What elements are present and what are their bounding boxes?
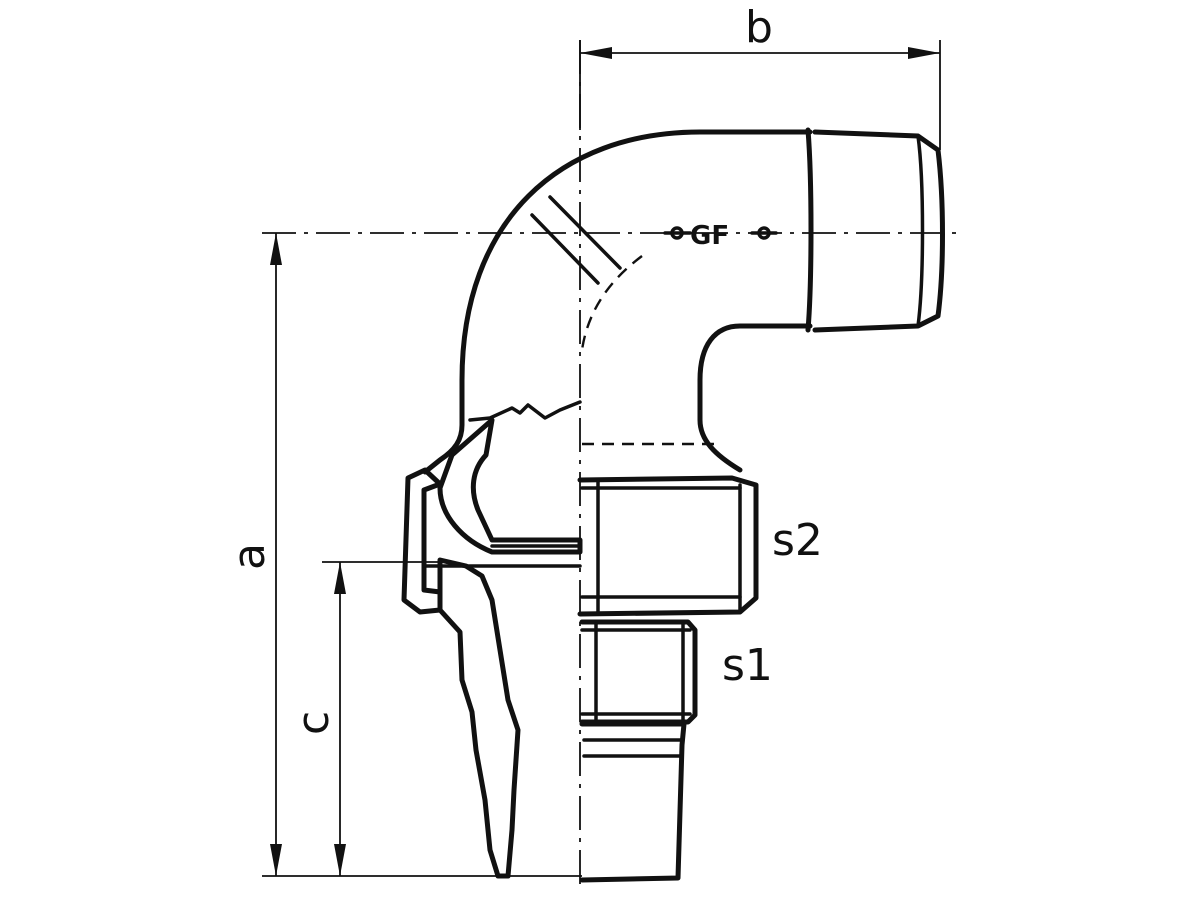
dimension-c: c	[288, 561, 440, 876]
threaded-end	[579, 721, 687, 883]
dim-label-a: a	[224, 543, 275, 570]
elbow-body	[422, 129, 813, 475]
centre-lines	[262, 40, 962, 888]
gf-logo: GF	[663, 221, 778, 251]
dim-label-b: b	[745, 2, 773, 53]
dimension-b: b	[579, 2, 941, 150]
spigot-end	[805, 127, 945, 333]
dim-label-s1: s1	[722, 640, 773, 691]
dim-label-s2: s2	[772, 515, 823, 566]
section-view	[401, 417, 583, 879]
tail-piece	[579, 619, 698, 725]
logo-text: GF	[690, 221, 729, 251]
dim-label-c: c	[288, 711, 339, 735]
dimension-a: a	[224, 233, 582, 877]
union-nut	[577, 475, 759, 617]
